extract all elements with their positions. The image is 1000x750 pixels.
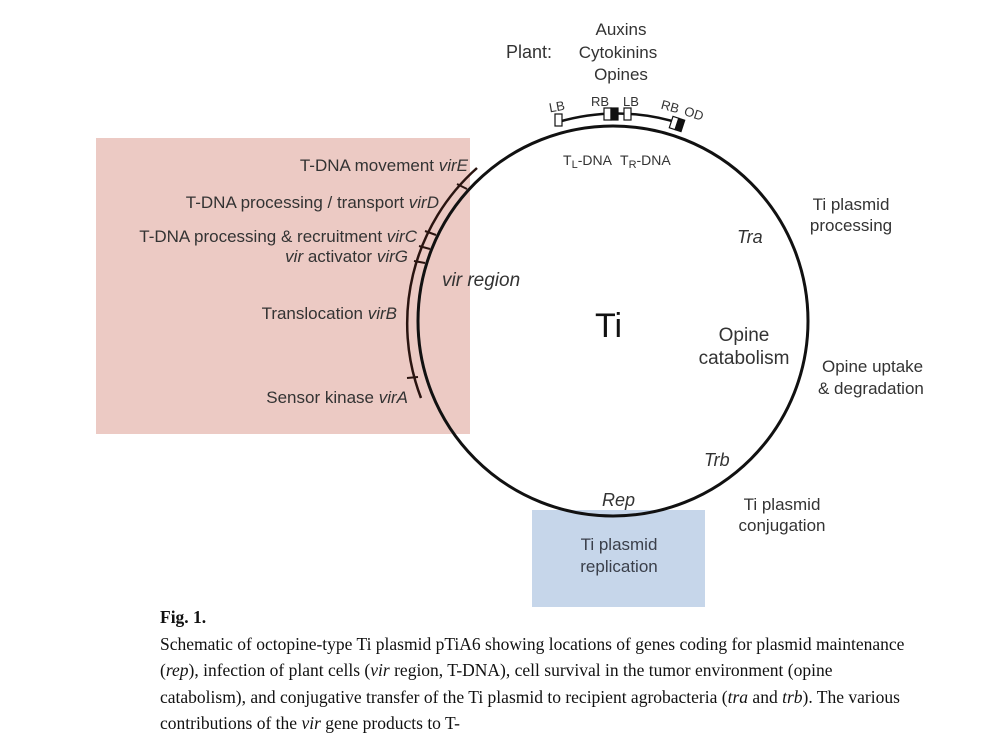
caption-segment: tra	[727, 686, 749, 707]
vir-gene-virG: vir activator virG	[285, 247, 408, 266]
tick-virB-virA	[406, 376, 419, 379]
tdna-arc	[557, 112, 683, 126]
vir-gene-virE: T-DNA movement virE	[299, 156, 468, 175]
caption-segment: Schematic of octopine-type Ti plasmid pT…	[160, 633, 905, 681]
caption-title: Fig. 1.	[160, 607, 207, 627]
vir-gene-ticks	[406, 183, 468, 379]
lb-left-marker	[554, 113, 563, 127]
tick-virD-virC	[424, 230, 437, 236]
opine-role-line-2: & degradation	[818, 379, 924, 398]
tick-virE-virD	[456, 183, 468, 190]
rep-role-line-2: replication	[580, 557, 658, 576]
plant-product-opines: Opines	[594, 65, 648, 84]
rep-gene-label: Rep	[602, 490, 636, 510]
tick-virG-virB	[413, 260, 426, 264]
trb-gene-label: Trb	[704, 450, 730, 470]
rb-left-dark	[610, 107, 619, 121]
caption-segment: region, T-DNA), cell survival in the tum…	[160, 660, 833, 707]
tra-gene-label: Tra	[737, 227, 763, 247]
border-label-rb-left: RB	[591, 94, 610, 109]
tra-role-line-1: Ti plasmid	[812, 195, 890, 214]
trb-role-line-1: Ti plasmid	[743, 495, 821, 514]
border-markers	[554, 107, 686, 133]
vir-gene-virD: T-DNA processing / transport virD	[185, 193, 439, 212]
opine-inner-line-1: Opine	[718, 325, 770, 346]
plant-product-cytokinins: Cytokinins	[578, 43, 658, 62]
lb-right-marker	[623, 107, 632, 121]
tra-role-line-2: processing	[809, 216, 893, 235]
opine-role-line-1: Opine uptake	[822, 357, 924, 376]
vir-gene-virA: Sensor kinase virA	[266, 388, 408, 407]
plant-label: Plant:	[506, 42, 553, 62]
caption-segment: vir	[370, 660, 390, 680]
rep-region-highlight	[532, 510, 705, 607]
plasmid-name: Ti	[595, 307, 623, 345]
caption-segment: and	[748, 686, 783, 707]
caption-body: Schematic of octopine-type Ti plasmid pT…	[160, 631, 920, 737]
plant-product-auxins: Auxins	[595, 20, 647, 39]
border-label-lb-right: LB	[623, 94, 639, 109]
vir-region-label: vir region	[442, 270, 521, 291]
caption-segment: vir	[301, 713, 321, 733]
vir-region-highlight	[96, 138, 470, 434]
caption-segment: ). The various contributions of the	[160, 686, 900, 734]
opine-inner-line-2: catabolism	[698, 348, 790, 369]
caption-segment: gene products to T-	[320, 713, 460, 733]
trb-role-line-2: conjugation	[738, 516, 826, 535]
caption-segment: trb	[782, 686, 803, 707]
border-label-lb-left: LB	[547, 97, 567, 116]
vir-gene-virC: T-DNA processing & recruitment virC	[139, 227, 417, 246]
rep-role-line-1: Ti plasmid	[580, 535, 658, 554]
od-marker	[674, 117, 686, 133]
tdna-right-label: TR-DNA	[620, 152, 671, 171]
tdna-left-label: TL-DNA	[563, 152, 612, 171]
figure-caption: Fig. 1. Schematic of octopine-type Ti pl…	[160, 604, 920, 737]
tick-virC-virG	[418, 245, 431, 250]
plasmid-circle	[416, 124, 810, 518]
caption-segment: rep	[165, 660, 189, 680]
caption-segment: ), infection of plant cells (	[188, 660, 371, 680]
vir-region-arc	[405, 167, 478, 399]
vir-gene-virB: Translocation virB	[261, 304, 397, 323]
